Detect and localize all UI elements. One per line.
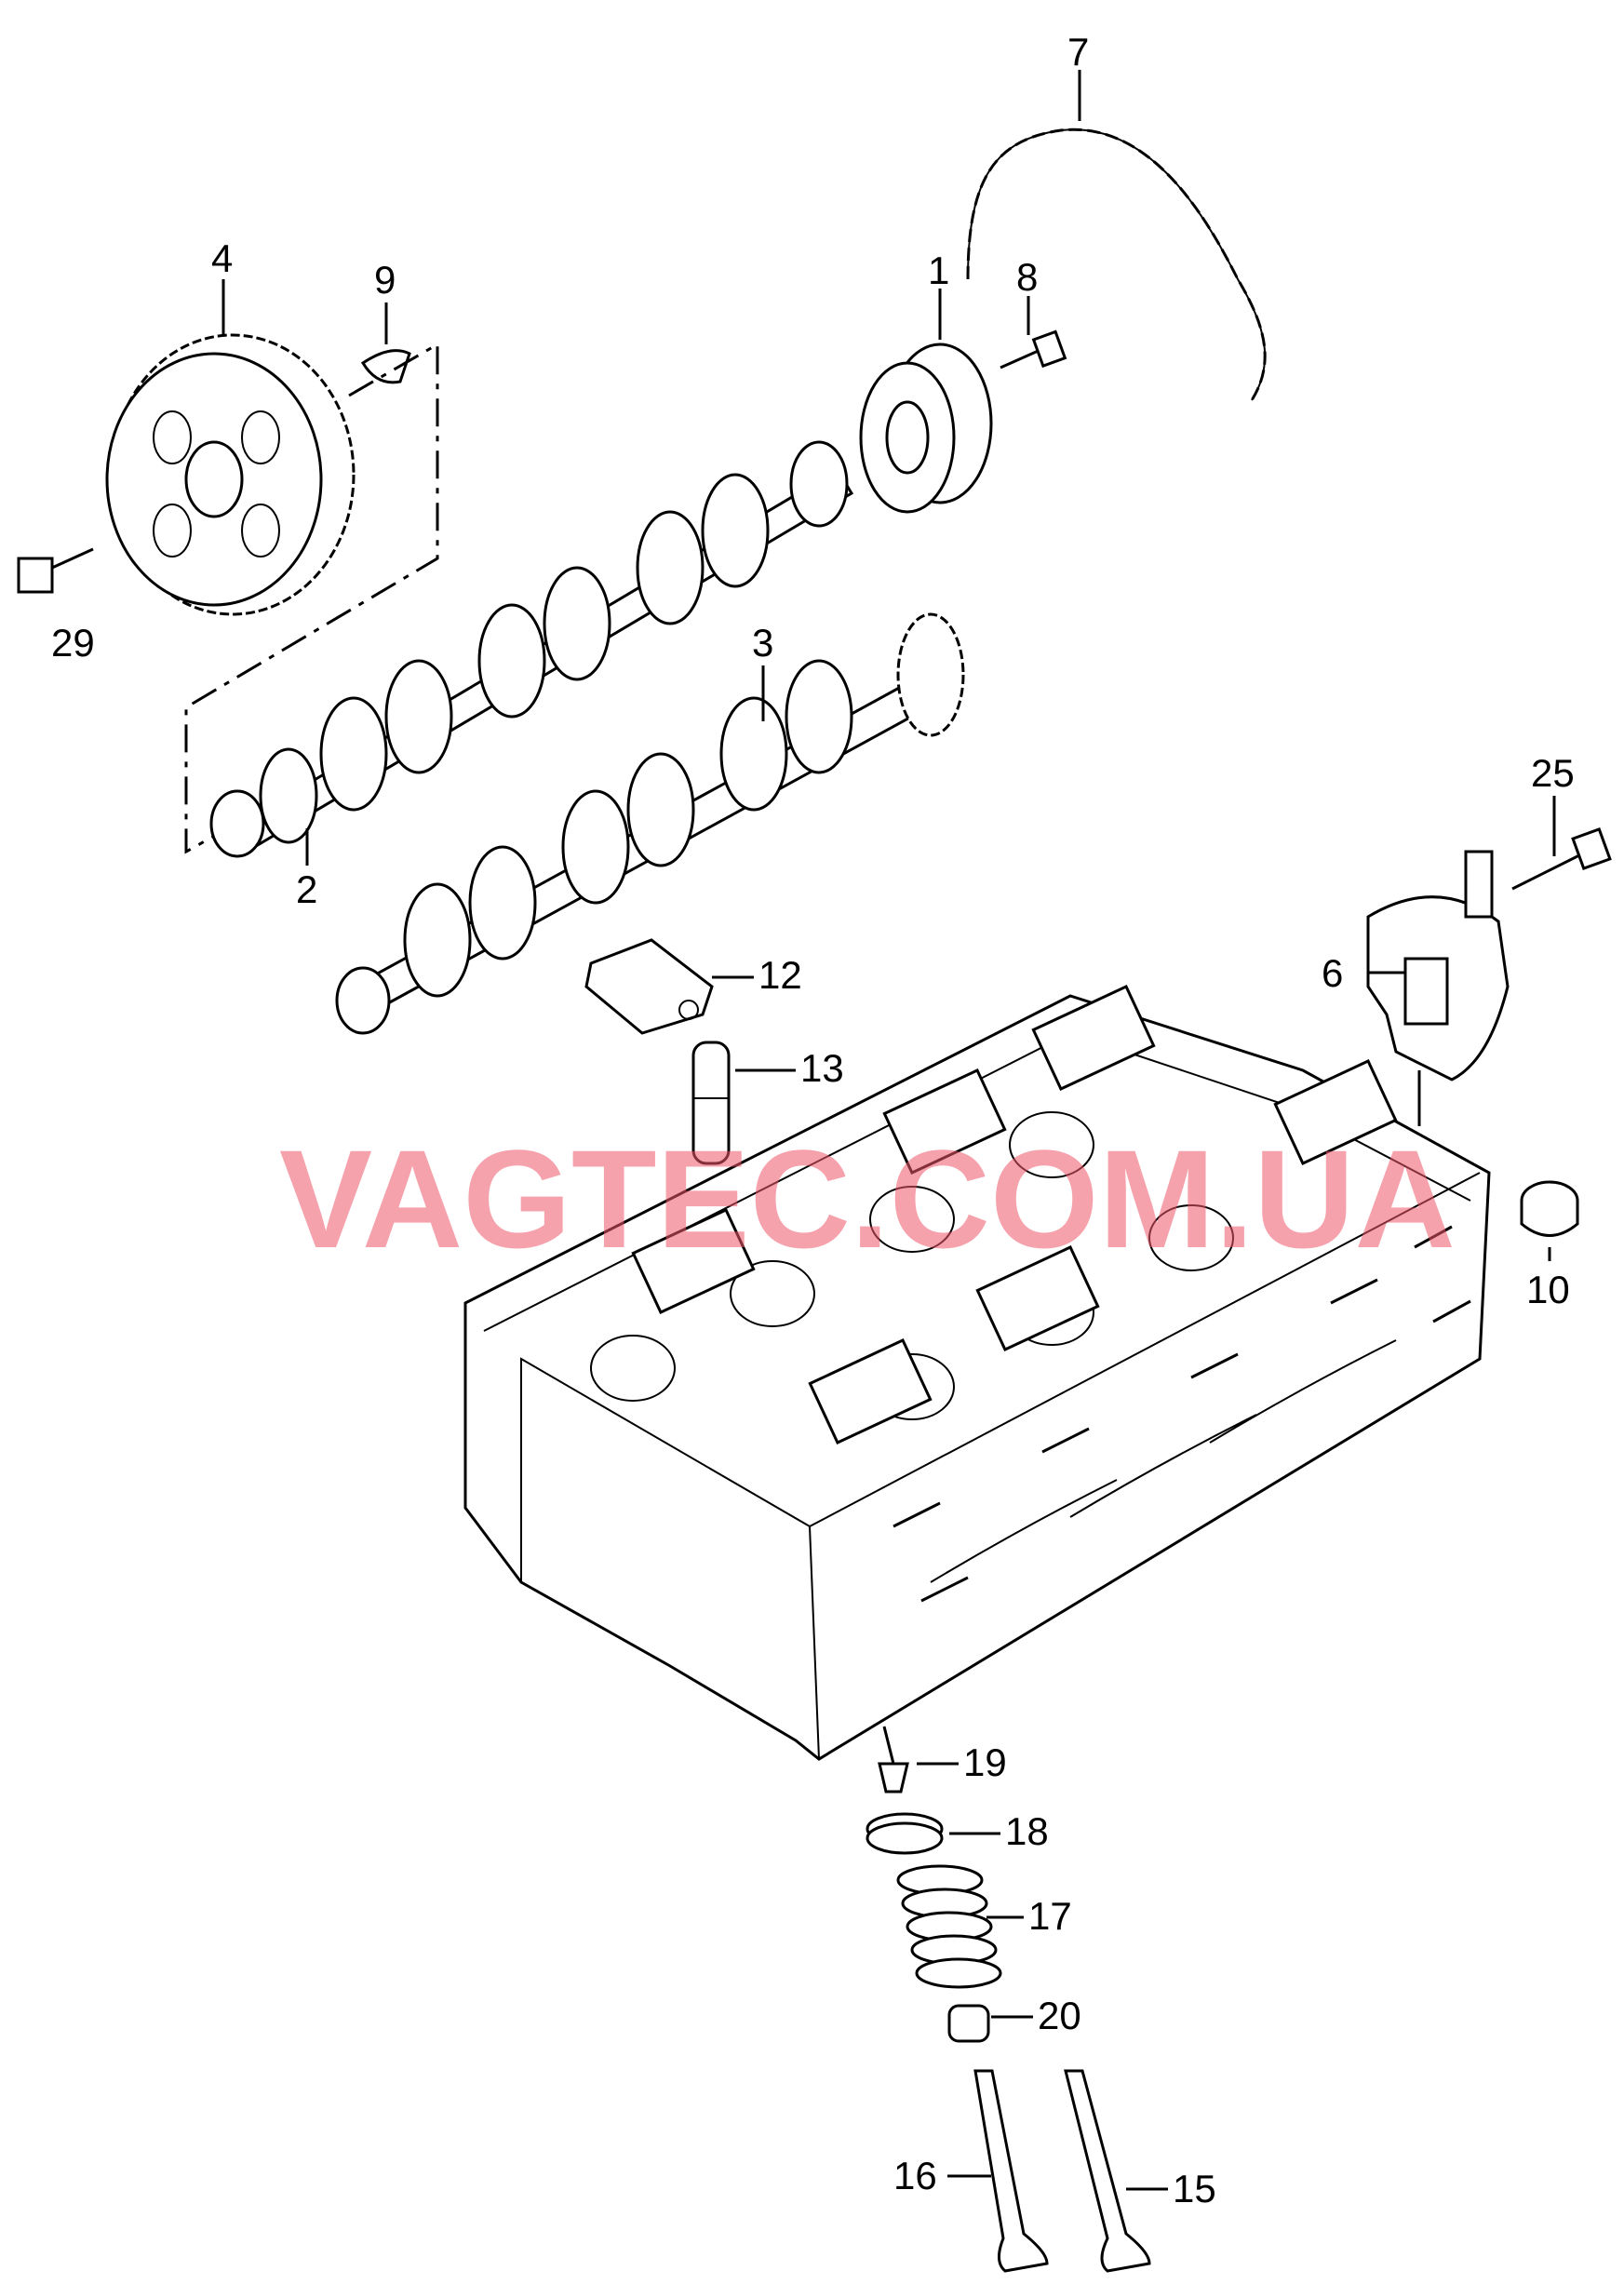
valve-stem-seal xyxy=(947,2004,990,2043)
callout-8: 8 xyxy=(1016,255,1038,299)
bolt-25 xyxy=(1511,826,1612,891)
callout-16: 16 xyxy=(893,2154,937,2197)
leader-lines xyxy=(221,70,1556,2191)
valve-spring xyxy=(896,1864,1002,1989)
valve-keeper xyxy=(878,1762,909,1794)
hydraulic-lifter xyxy=(691,1041,731,1165)
roller-rocker-arm xyxy=(584,938,714,1035)
callout-15: 15 xyxy=(1173,2167,1216,2210)
callout-20: 20 xyxy=(1038,1994,1081,2037)
callout-10: 10 xyxy=(1526,1268,1570,1311)
woodruff-key xyxy=(184,342,439,854)
valve-spring-retainer xyxy=(866,1812,944,1855)
gear-wheel xyxy=(105,333,356,616)
chain-tensioner xyxy=(1366,850,1510,1082)
callout-labels: 7 1 8 4 9 29 3 2 25 6 12 13 10 19 18 17 … xyxy=(51,30,1575,2210)
camshaft-exhaust xyxy=(209,440,854,858)
exhaust-valve xyxy=(1064,2069,1151,2273)
callout-17: 17 xyxy=(1028,1894,1072,1938)
bushing xyxy=(1520,1180,1579,1237)
callout-25: 25 xyxy=(1531,751,1575,795)
callout-19: 19 xyxy=(963,1740,1007,1784)
camshaft-intake xyxy=(335,612,965,1035)
cylinder-head xyxy=(463,985,1491,1761)
bolt-29 xyxy=(17,547,94,594)
callout-29: 29 xyxy=(51,621,95,665)
callout-2: 2 xyxy=(296,867,317,911)
watermark-text: VAGTEC.COM.UA xyxy=(279,1121,1456,1277)
callout-7: 7 xyxy=(1067,30,1089,74)
callout-6: 6 xyxy=(1322,951,1343,995)
callout-12: 12 xyxy=(758,953,802,997)
bolt-8 xyxy=(1000,329,1067,369)
callout-18: 18 xyxy=(1005,1809,1049,1853)
callout-1: 1 xyxy=(928,249,949,292)
callout-4: 4 xyxy=(211,236,233,280)
callout-3: 3 xyxy=(752,621,773,665)
timing-chain xyxy=(966,128,1267,401)
callout-13: 13 xyxy=(800,1046,844,1090)
camshaft-adjuster xyxy=(859,343,993,514)
intake-valve xyxy=(973,2069,1049,2273)
callout-9: 9 xyxy=(374,258,396,302)
